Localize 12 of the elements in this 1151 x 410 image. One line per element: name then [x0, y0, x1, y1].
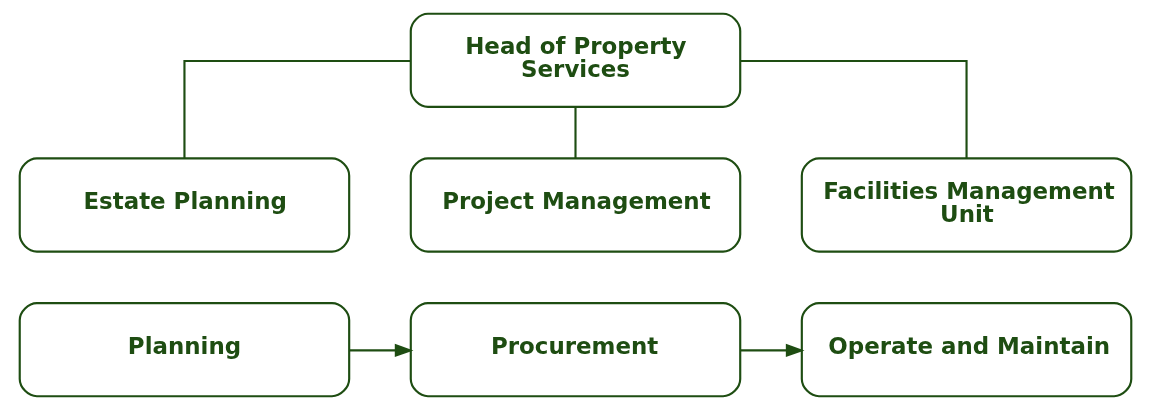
node-box: Operate and Maintain: [800, 302, 1133, 398]
arrow: [349, 343, 414, 357]
arrow: [740, 343, 805, 357]
node-box: Project Management: [409, 157, 742, 253]
connector: [740, 59, 968, 159]
node-box: Facilities Management Unit: [800, 157, 1133, 253]
node-box: Planning: [18, 302, 351, 398]
connector: [574, 106, 577, 158]
connector: [183, 59, 411, 159]
node-box: Procurement: [409, 302, 742, 398]
node-box: Head of Property Services: [409, 12, 742, 108]
node-box: Estate Planning: [18, 157, 351, 253]
